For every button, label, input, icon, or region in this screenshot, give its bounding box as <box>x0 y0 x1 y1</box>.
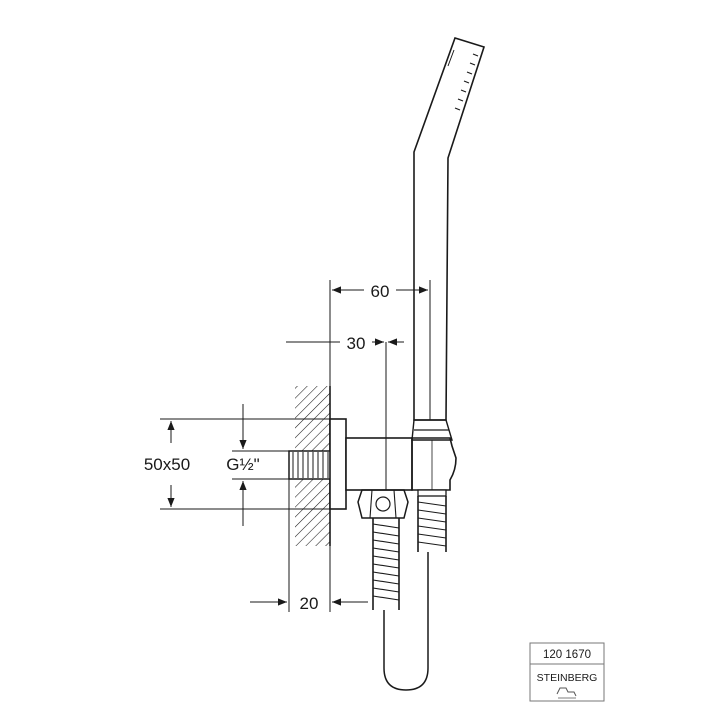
dimension-thread: G½" <box>226 404 289 526</box>
shower-hose <box>372 489 447 691</box>
threaded-connector <box>288 450 336 480</box>
dimension-thread-label: G½" <box>226 455 259 474</box>
dimension-60: 60 <box>329 280 431 420</box>
article-number: 120 1670 <box>543 649 591 661</box>
dimension-20: 20 <box>250 479 368 613</box>
dimension-50x50-label: 50x50 <box>144 455 190 474</box>
shower-holder <box>411 419 457 491</box>
dimension-50x50: 50x50 <box>144 418 330 510</box>
escutcheon-plate <box>329 418 347 510</box>
dimension-60-label: 60 <box>371 282 390 301</box>
hand-shower <box>413 37 486 421</box>
dimension-20-label: 20 <box>300 594 319 613</box>
dimension-30: 30 <box>286 334 404 490</box>
hose-nut <box>357 489 409 519</box>
brand-name: STEINBERG <box>537 672 598 684</box>
outlet-body <box>345 437 413 491</box>
dimension-30-label: 30 <box>347 334 366 353</box>
brand-logo-icon <box>556 687 577 699</box>
stamp-box: 120 1670 STEINBERG <box>529 642 605 702</box>
